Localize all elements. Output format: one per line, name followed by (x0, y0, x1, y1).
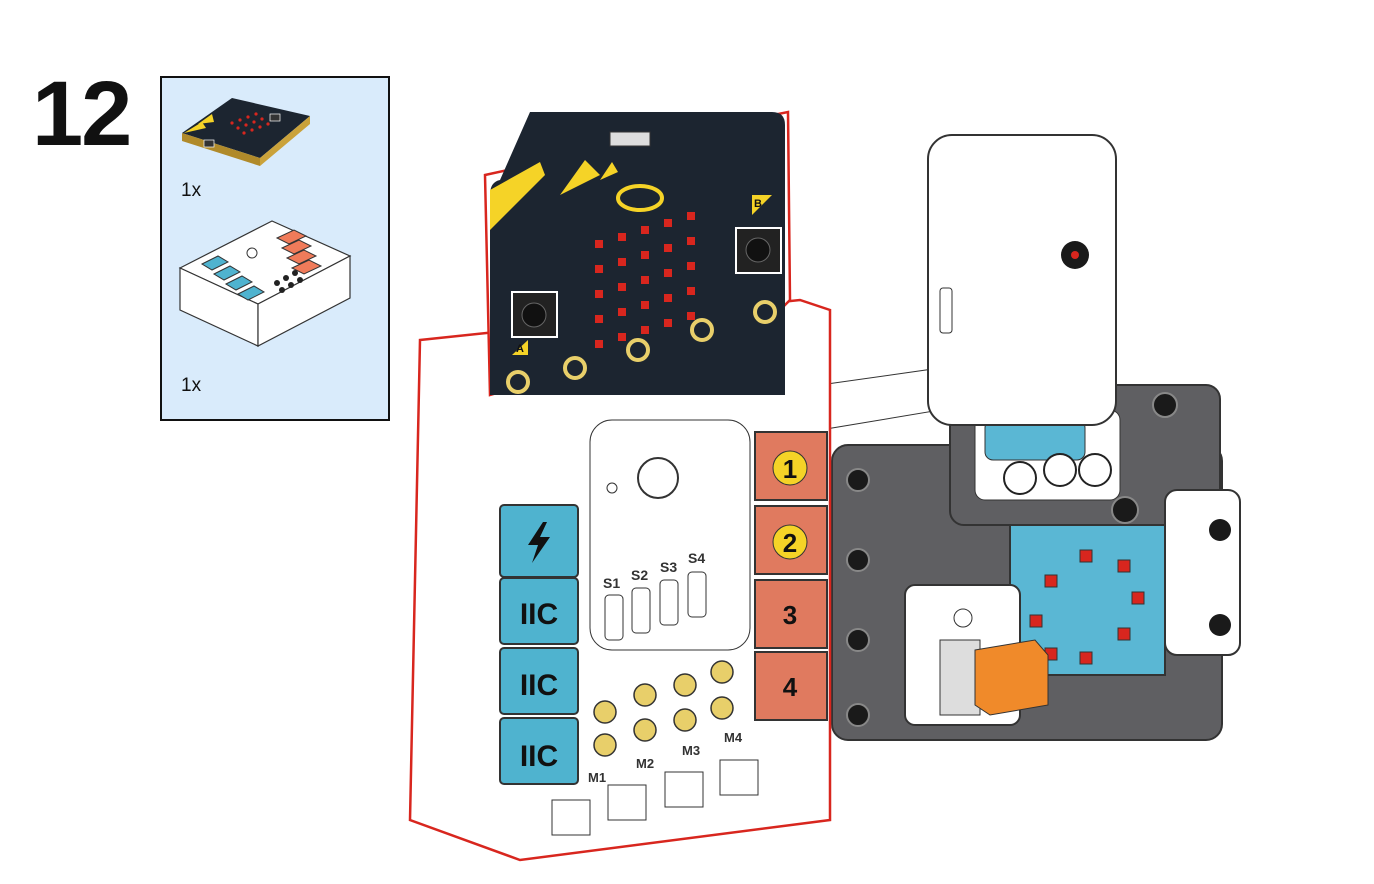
svg-text:IIC: IIC (520, 669, 558, 702)
microbit-thumbnail (182, 98, 310, 166)
svg-text:2: 2 (783, 528, 797, 558)
microbit-quantity: 1x (181, 180, 202, 201)
svg-text:IIC: IIC (520, 598, 558, 631)
sensor-port-2: 2 (754, 505, 828, 575)
motor-label-m3: M3 (682, 743, 700, 758)
nezha-board: S1 S2 S3 S4 M1 M2 M3 M4 IIC IIC IIC (408, 298, 832, 862)
sensor-port-4: 4 (754, 651, 828, 721)
parts-illustrations: 1x 1x (178, 98, 352, 396)
microbit-board: A B (483, 110, 792, 397)
nezha-thumbnail (178, 220, 352, 347)
svg-text:A: A (516, 343, 524, 355)
svg-text:1: 1 (783, 454, 797, 484)
camera-module (927, 134, 1117, 426)
svg-text:4: 4 (783, 672, 798, 702)
svg-text:IIC: IIC (520, 740, 558, 773)
nezha-quantity: 1x (181, 375, 202, 396)
sensor-port-1: 1 (754, 431, 828, 501)
iic-port: IIC (499, 577, 579, 645)
iic-port: IIC (499, 647, 579, 715)
button-a: A (511, 291, 558, 355)
step-number: 12 (32, 63, 132, 165)
motor-label-m1: M1 (588, 770, 606, 785)
servo-label-s2: S2 (631, 567, 648, 583)
button-b: B (735, 195, 782, 274)
lightning-icon (528, 522, 550, 563)
svg-text:B: B (754, 198, 762, 210)
servo-label-s3: S3 (660, 559, 677, 575)
servo-label-s1: S1 (603, 575, 620, 591)
parts-list-box: 1x 1x (160, 76, 390, 421)
edge-pins (506, 300, 777, 394)
svg-text:3: 3 (783, 600, 797, 630)
motor-pins (593, 660, 734, 757)
iic-port: IIC (499, 717, 579, 785)
motor-label-m2: M2 (636, 756, 654, 771)
led-matrix (595, 212, 695, 348)
servo-label-s4: S4 (688, 550, 705, 566)
side-module (904, 489, 1241, 726)
sensor-port-3: 3 (754, 579, 828, 649)
motor-label-m4: M4 (724, 730, 743, 745)
